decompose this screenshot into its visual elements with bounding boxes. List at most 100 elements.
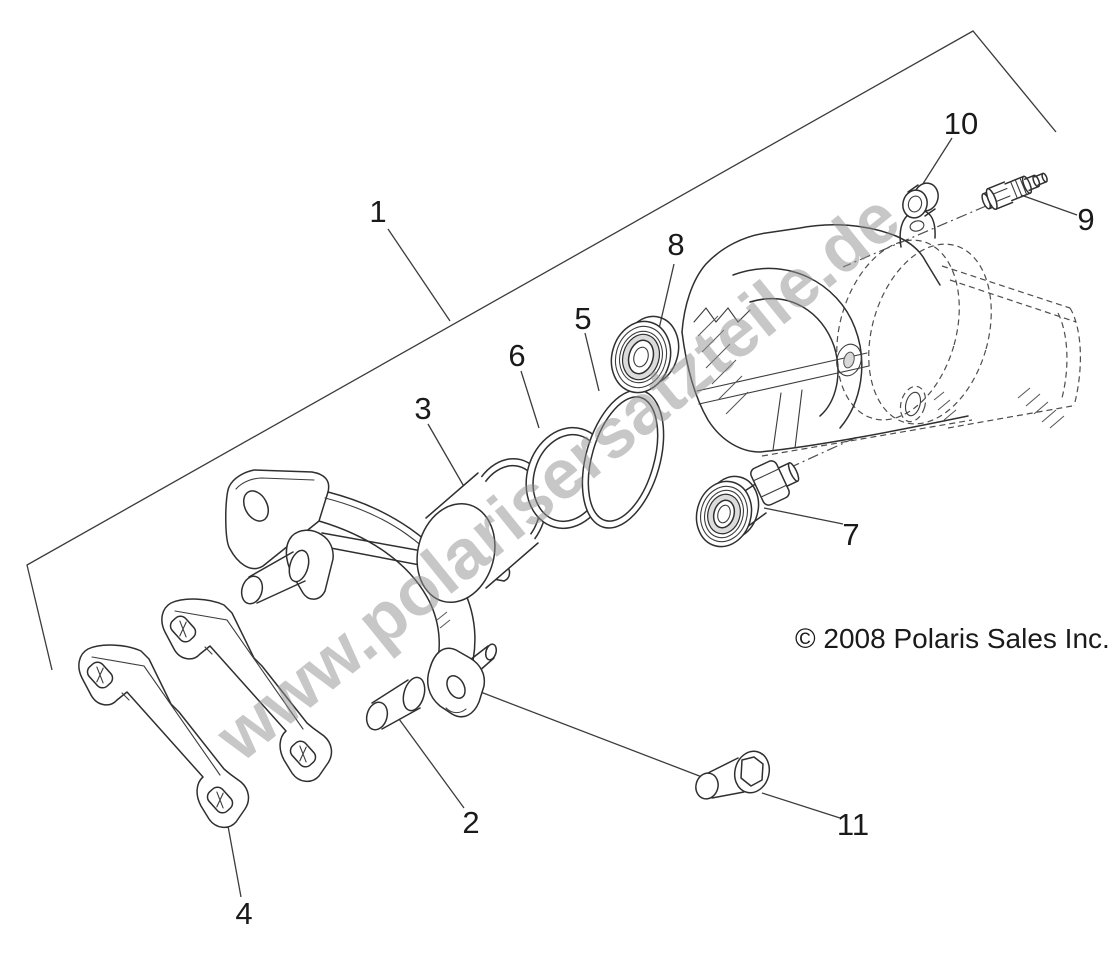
boot8-fold (633, 346, 649, 368)
cap-side-top (907, 184, 919, 193)
lug-hole-inner (904, 391, 922, 417)
leader-8 (657, 263, 675, 334)
callout-10: 10 (944, 106, 978, 141)
bleeder-tip-end (1041, 172, 1048, 183)
leader-9 (1020, 194, 1078, 216)
piston-wall-top (425, 472, 479, 519)
leader-5 (584, 332, 600, 392)
callout-5: 5 (574, 301, 591, 336)
lower-boss-lip (445, 707, 467, 714)
lower-pin-shaft (371, 679, 421, 730)
bracket-arc-inner (318, 520, 440, 669)
bridge-bar-1 (696, 352, 868, 392)
boot7-fold (717, 504, 731, 524)
seal-5-inner (587, 396, 659, 522)
pin7-hex (750, 460, 800, 506)
bleeder-screw (981, 172, 1048, 211)
callout-7: 7 (842, 517, 859, 552)
outboard-step-bottom (947, 405, 1073, 429)
outboard-end-arc2 (1057, 312, 1068, 399)
body-bottom-hidden (761, 419, 973, 457)
bleeder-hex-left (985, 187, 998, 211)
callout-3: 3 (414, 391, 431, 426)
copyright-text: © 2008 Polaris Sales Inc. (795, 623, 1110, 654)
lower-pin-stub-end (484, 643, 498, 661)
outboard-cylinder (868, 243, 992, 425)
callout-11: 11 (837, 807, 869, 842)
dust-seal-ring (581, 389, 665, 529)
pad-pocket-arch (732, 267, 863, 429)
inspection-hole (836, 343, 862, 377)
strut-1 (772, 392, 782, 451)
pin7-tip-sides (777, 462, 799, 487)
pin7-tip-end (787, 462, 800, 482)
pad-spring-zigzag (693, 307, 751, 323)
boot7-rib1 (700, 485, 748, 543)
callout-4: 4 (235, 896, 252, 931)
bleeder-body (1004, 175, 1032, 202)
cap-side-bottom (924, 208, 936, 217)
bleeder-body-end (1021, 175, 1033, 194)
hatch-foot (1017, 387, 1065, 429)
bleeder-cap (902, 182, 939, 219)
hatch-spring (697, 315, 749, 415)
inspection-hole-inner (843, 351, 855, 369)
upper-pin-collar (288, 549, 310, 583)
leader-6 (520, 370, 540, 429)
bracket-top-ear-hole (242, 490, 270, 522)
bolt-hex (740, 756, 764, 787)
leader-10 (918, 137, 953, 191)
leader-4 (227, 825, 242, 898)
upper-pin-tip (240, 575, 264, 605)
boot7-rib2 (704, 489, 744, 539)
caliper-outline-top (681, 224, 941, 333)
boot8-bore (627, 339, 655, 375)
caliper-hatching (933, 387, 1065, 429)
outboard-end-arc (1069, 307, 1081, 407)
guide-pin-boot (695, 460, 800, 548)
piston-boot (610, 315, 680, 394)
pin7-hex-body (750, 460, 790, 506)
callout-labels: 1 2 3 4 5 6 7 8 9 10 11 (235, 106, 1094, 931)
bleeder-step-end (1032, 174, 1041, 188)
lower-pin-tip (365, 701, 389, 731)
leader-11b (761, 792, 841, 819)
bleeder-hex (986, 181, 1014, 210)
bleeder-threads (1010, 177, 1028, 199)
centerline-guide-pin (788, 436, 858, 469)
outboard-step-top2 (949, 279, 1077, 323)
leader-lines (227, 137, 1078, 898)
piston-face (416, 502, 496, 604)
lug-hole (899, 385, 927, 423)
centerline-bleeder (842, 205, 987, 268)
upper-pin-shaft (248, 551, 306, 604)
lower-boss-hole (446, 675, 466, 699)
pad-pocket-arch-inner (749, 297, 839, 417)
mount-bracket (225, 469, 511, 731)
callout-9: 9 (1077, 202, 1094, 237)
caliper-body (681, 209, 1081, 457)
outboard-bore (836, 239, 960, 421)
leader-7 (763, 507, 844, 525)
leader-3 (427, 423, 471, 498)
pin7-hex-facets (752, 468, 788, 498)
piston (416, 457, 548, 604)
cap-front (902, 189, 928, 219)
callout-8: 8 (667, 227, 684, 262)
bracket-top-ear-edge (235, 477, 315, 490)
bolt-shaft (703, 757, 745, 799)
caliper-outline-bottom (681, 331, 969, 453)
hatch-lug (933, 391, 957, 421)
callout-2: 2 (462, 805, 479, 840)
piston-wall-bottom (485, 542, 539, 589)
mount-bolt (695, 750, 771, 800)
bracket-hatch (436, 611, 451, 629)
leader-2 (398, 718, 465, 809)
bleeder-boss-hole (909, 220, 925, 232)
bolt-tip (695, 772, 719, 800)
callout-6: 6 (508, 338, 525, 373)
boot8-rib1 (614, 325, 668, 389)
leader-1 (387, 228, 451, 322)
